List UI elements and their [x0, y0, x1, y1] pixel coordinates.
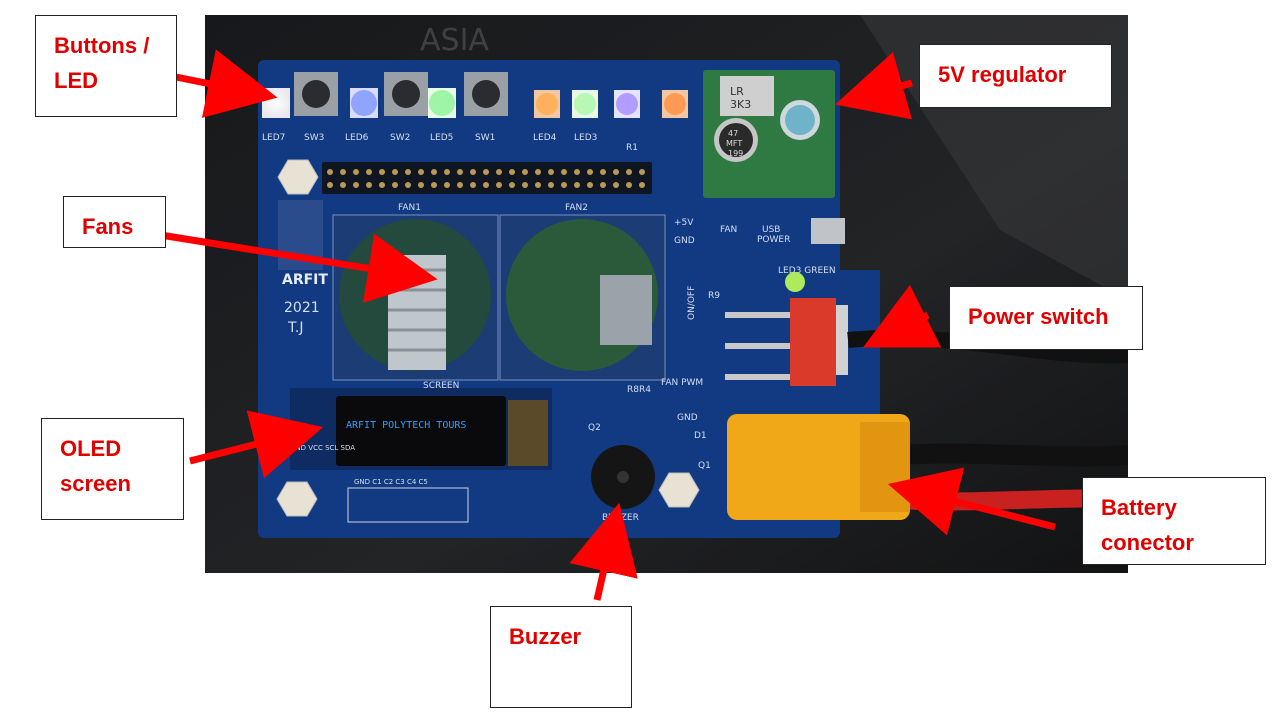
svg-text:199: 199 [728, 149, 743, 158]
svg-text:MFT: MFT [726, 139, 742, 148]
arrow-fans [147, 229, 438, 303]
svg-text:POWER: POWER [757, 235, 790, 245]
svg-text:LED7: LED7 [262, 133, 285, 143]
svg-text:+5V: +5V [674, 218, 694, 228]
svg-text:LR: LR [730, 85, 744, 98]
svg-text:GND: GND [677, 413, 698, 423]
svg-text:R1: R1 [626, 143, 638, 153]
power-switch-component [790, 298, 836, 386]
svg-text:LED5: LED5 [430, 133, 453, 143]
svg-text:LED3 GREEN: LED3 GREEN [778, 266, 836, 276]
arrow-buzzer [569, 502, 638, 601]
label-buttons-led: Buttons / LED [35, 15, 177, 117]
arrow-buttons-led [175, 49, 278, 118]
svg-text:GND C1 C2 C3 C4 C5: GND C1 C2 C3 C4 C5 [354, 478, 428, 486]
svg-text:SCREEN: SCREEN [423, 381, 459, 391]
svg-text:LED6: LED6 [345, 133, 369, 143]
svg-text:SW1: SW1 [475, 133, 495, 143]
svg-text:ARFIT: ARFIT [282, 272, 328, 288]
fans [332, 214, 666, 381]
arrow-regulator [835, 51, 913, 120]
svg-text:GND: GND [674, 236, 695, 246]
svg-text:SW3: SW3 [304, 133, 324, 143]
svg-text:LED3: LED3 [574, 133, 597, 143]
svg-text:FAN1: FAN1 [398, 203, 421, 213]
svg-text:FAN PWM: FAN PWM [661, 378, 703, 388]
svg-text:Q1: Q1 [698, 461, 711, 471]
svg-text:D1: D1 [694, 431, 707, 441]
svg-text:Q2: Q2 [588, 423, 601, 433]
arrow-power-switch [862, 284, 942, 348]
svg-text:FAN2: FAN2 [565, 203, 588, 213]
label-fans: Fans [63, 196, 166, 248]
arrow-oled [189, 410, 324, 479]
svg-text:SW2: SW2 [390, 133, 410, 143]
svg-text:ON/OFF: ON/OFF [687, 286, 697, 320]
svg-text:3K3: 3K3 [730, 98, 751, 111]
svg-text:ASIA: ASIA [420, 23, 489, 58]
label-power-switch: Power switch [949, 286, 1143, 350]
label-5v-regulator: 5V regulator [919, 44, 1112, 108]
label-battery-connector: Battery conector [1082, 477, 1266, 565]
svg-text:R9: R9 [708, 291, 720, 301]
svg-text:FAN: FAN [720, 225, 737, 235]
svg-text:2021: 2021 [284, 300, 320, 316]
svg-text:R8R4: R8R4 [627, 385, 651, 395]
label-buzzer: Buzzer [490, 606, 632, 708]
svg-text:T.J: T.J [287, 320, 303, 336]
arrow-battery [887, 467, 1056, 536]
svg-text:LED4: LED4 [533, 133, 557, 143]
oled-text: ARFIT POLYTECH TOURS [346, 420, 466, 431]
svg-text:47: 47 [728, 129, 738, 138]
svg-text:USB: USB [762, 225, 780, 235]
label-oled-screen: OLED screen [41, 418, 184, 520]
